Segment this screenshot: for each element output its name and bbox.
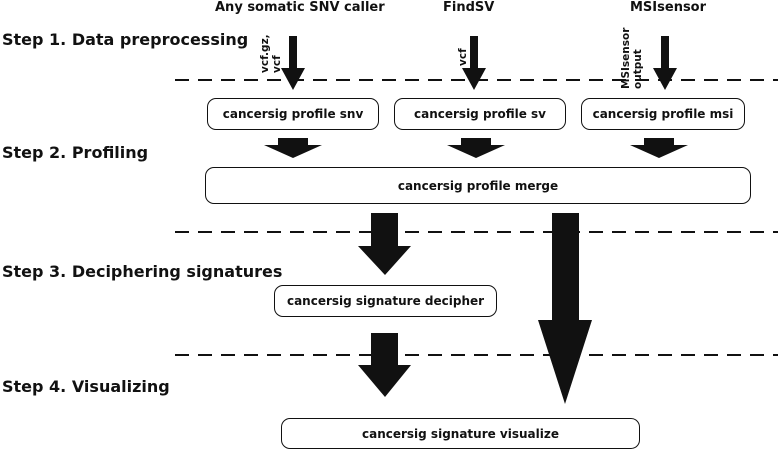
edge-label-msi-line1: MSIsensor <box>620 27 632 89</box>
box-signature-visualize: cancersig signature visualize <box>281 418 640 449</box>
box-profile-sv: cancersig profile sv <box>394 98 566 130</box>
edge-label-msi: MSIsensor output <box>620 28 644 89</box>
source-msisensor: MSIsensor <box>630 0 707 15</box>
arrow-snv-to-merge <box>264 138 322 158</box>
box-signature-decipher: cancersig signature decipher <box>274 285 497 317</box>
source-snv-caller: Any somatic SNV caller <box>215 0 385 15</box>
edge-label-sv-line1: vcf <box>457 48 469 66</box>
source-findsv: FindSV <box>443 0 495 15</box>
step-2-label: Step 2. Profiling <box>2 143 149 162</box>
edge-label-snv-line2: vcf <box>271 55 283 73</box>
arrow-msi-input <box>653 36 677 90</box>
box-profile-msi: cancersig profile msi <box>581 98 745 130</box>
step-3-label: Step 3. Deciphering signatures <box>2 262 283 281</box>
arrow-snv-input <box>281 36 305 90</box>
arrow-decipher-to-visualize <box>358 333 411 397</box>
arrow-merge-to-visualize <box>538 213 592 404</box>
step-1-label: Step 1. Data preprocessing <box>2 30 249 49</box>
edge-label-snv: vcf.gz, vcf <box>259 34 283 73</box>
arrow-merge-to-decipher <box>358 213 411 275</box>
edge-label-sv: vcf <box>457 48 469 66</box>
step-4-label: Step 4. Visualizing <box>2 377 170 396</box>
edge-label-snv-line1: vcf.gz, <box>259 34 271 73</box>
box-profile-snv: cancersig profile snv <box>207 98 379 130</box>
edge-label-msi-line2: output <box>632 49 644 89</box>
arrow-msi-to-merge <box>630 138 688 158</box>
arrow-sv-to-merge <box>447 138 505 158</box>
box-profile-merge: cancersig profile merge <box>205 167 751 204</box>
arrow-sv-input <box>462 36 486 90</box>
